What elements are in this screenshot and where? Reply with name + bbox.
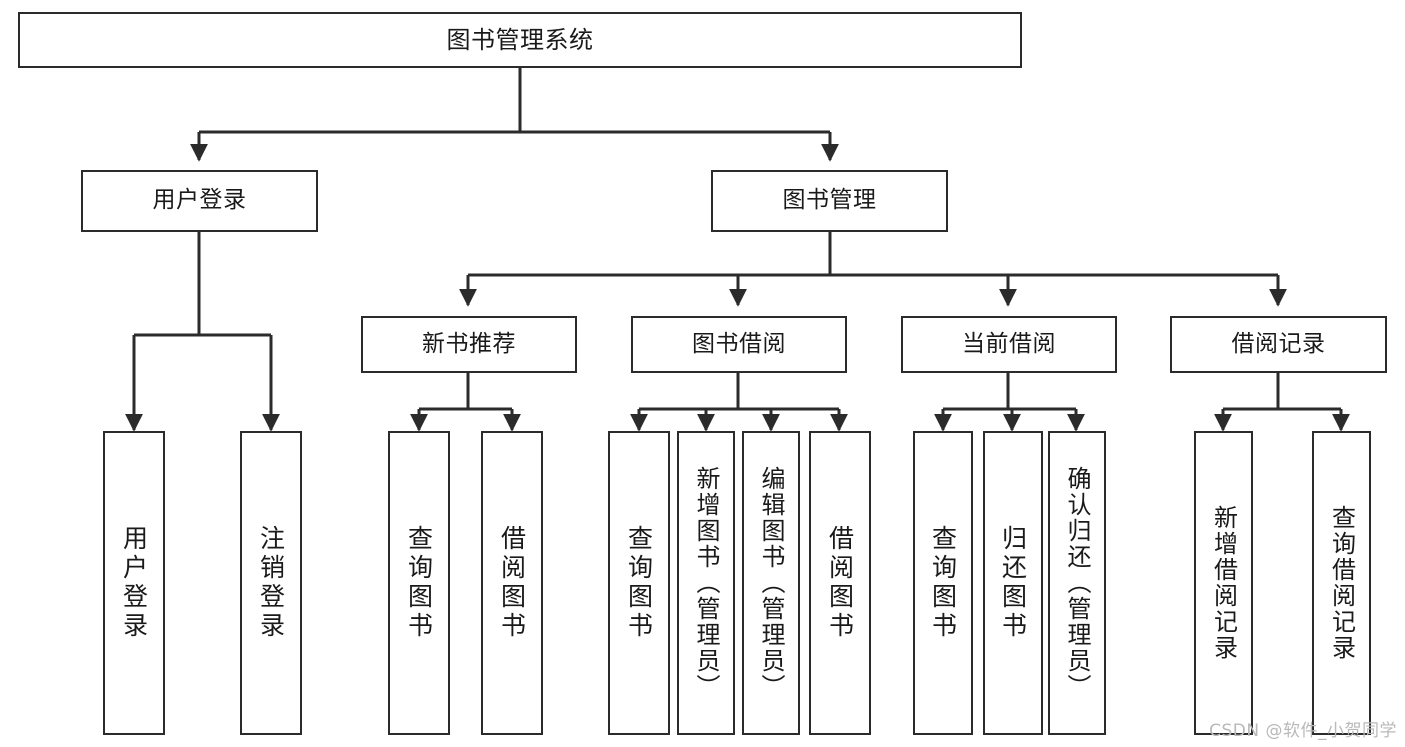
node-current-borrow-label: 当前借阅 xyxy=(962,330,1056,357)
node-borrow-record[interactable]: 借阅记录 xyxy=(1170,316,1387,373)
node-leaf-borrow-book-1[interactable]: 借阅图书 xyxy=(481,431,543,735)
node-new-book-recommend[interactable]: 新书推荐 xyxy=(361,316,577,373)
node-leaf-user-logout[interactable]: 注销登录 xyxy=(240,431,302,735)
node-leaf-add-record-label: 新增借阅记录 xyxy=(1209,505,1238,661)
node-leaf-edit-book-label: 编辑图书（管理员） xyxy=(757,466,785,700)
node-leaf-user-login-label: 用户登录 xyxy=(119,525,149,641)
node-leaf-query-book-3-label: 查询图书 xyxy=(928,525,958,641)
node-leaf-query-book-2-label: 查询图书 xyxy=(624,525,654,641)
node-root-label: 图书管理系统 xyxy=(446,25,594,54)
node-leaf-user-login[interactable]: 用户登录 xyxy=(103,431,165,735)
node-book-borrow[interactable]: 图书借阅 xyxy=(631,316,847,373)
node-leaf-return-book[interactable]: 归还图书 xyxy=(983,431,1043,735)
node-leaf-query-book-3[interactable]: 查询图书 xyxy=(913,431,973,735)
node-leaf-add-book-label: 新增图书（管理员） xyxy=(692,466,720,700)
node-user-login-label: 用户登录 xyxy=(152,187,247,214)
node-leaf-return-book-label: 归还图书 xyxy=(998,525,1028,641)
node-leaf-query-book-1-label: 查询图书 xyxy=(404,525,434,641)
node-leaf-confirm-return[interactable]: 确认归还（管理员） xyxy=(1048,431,1106,735)
node-book-borrow-label: 图书借阅 xyxy=(692,330,786,357)
node-leaf-edit-book[interactable]: 编辑图书（管理员） xyxy=(742,431,800,735)
node-book-manage-label: 图书管理 xyxy=(782,187,877,214)
node-new-book-recommend-label: 新书推荐 xyxy=(422,330,516,357)
node-leaf-query-record[interactable]: 查询借阅记录 xyxy=(1312,431,1371,735)
node-leaf-borrow-book-1-label: 借阅图书 xyxy=(497,525,527,641)
node-book-manage[interactable]: 图书管理 xyxy=(711,170,948,232)
node-leaf-confirm-return-label: 确认归还（管理员） xyxy=(1063,466,1091,700)
node-root[interactable]: 图书管理系统 xyxy=(18,12,1022,68)
node-leaf-borrow-book-2-label: 借阅图书 xyxy=(825,525,855,641)
node-user-login[interactable]: 用户登录 xyxy=(81,170,318,232)
node-leaf-borrow-book-2[interactable]: 借阅图书 xyxy=(809,431,871,735)
node-leaf-add-record[interactable]: 新增借阅记录 xyxy=(1194,431,1253,735)
node-leaf-query-record-label: 查询借阅记录 xyxy=(1327,505,1356,661)
node-leaf-query-book-1[interactable]: 查询图书 xyxy=(388,431,450,735)
node-borrow-record-label: 借阅记录 xyxy=(1231,330,1326,357)
node-leaf-query-book-2[interactable]: 查询图书 xyxy=(608,431,670,735)
watermark: CSDN @软件_小贺同学 xyxy=(1209,721,1397,741)
node-leaf-user-logout-label: 注销登录 xyxy=(256,525,286,641)
node-leaf-add-book[interactable]: 新增图书（管理员） xyxy=(677,431,735,735)
node-current-borrow[interactable]: 当前借阅 xyxy=(901,316,1117,373)
